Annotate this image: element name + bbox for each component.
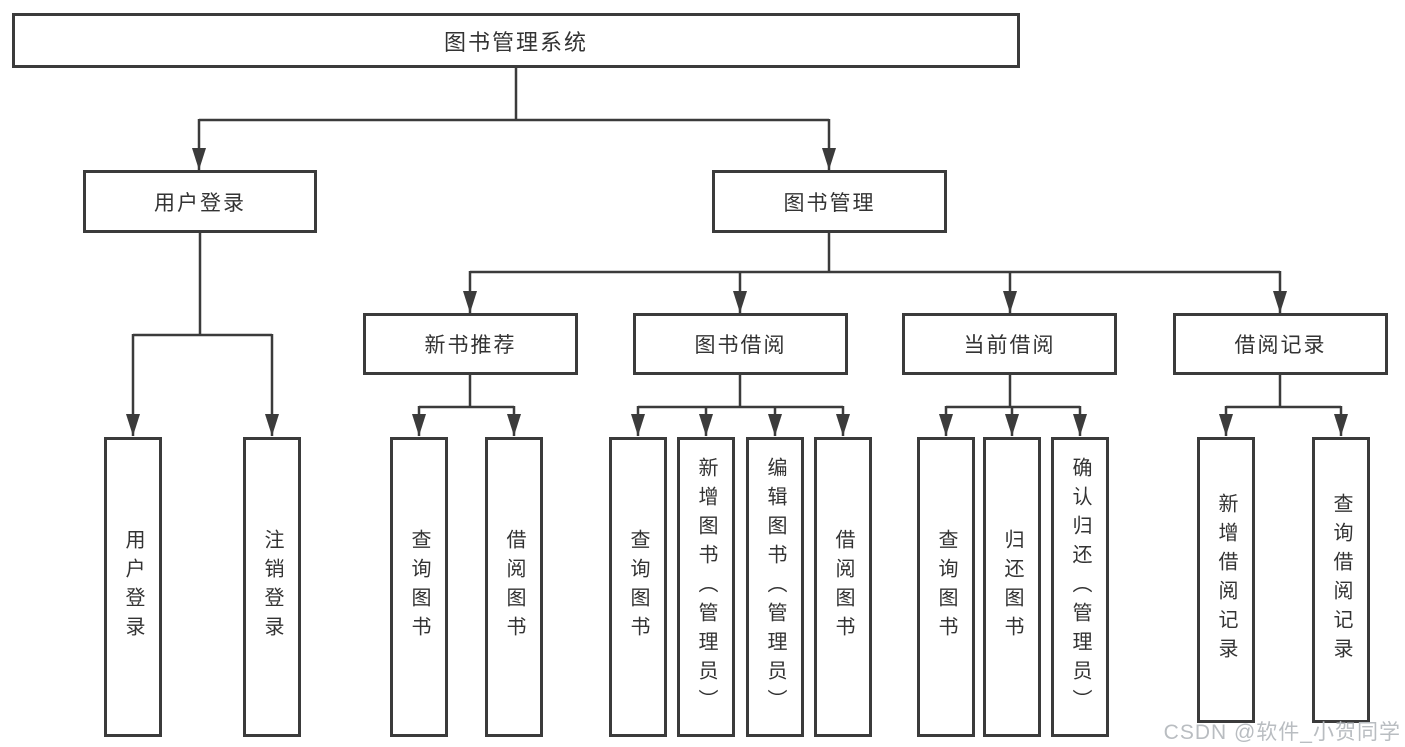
leaf-query-books: 查询图书 xyxy=(609,437,667,737)
node-label: 编辑图书（管理员） xyxy=(764,456,786,718)
leaf-query-books-recommend: 查询图书 xyxy=(390,437,448,737)
leaf-add-borrow-record: 新增借阅记录 xyxy=(1197,437,1255,723)
node-user-login-branch: 用户登录 xyxy=(83,170,317,233)
node-label: 借阅图书 xyxy=(832,529,854,645)
leaf-add-books-admin: 新增图书（管理员） xyxy=(677,437,735,737)
csdn-watermark: CSDN @软件_小贺同学 xyxy=(1163,721,1401,744)
node-book-management-branch: 图书管理 xyxy=(712,170,947,233)
node-label: 查询图书 xyxy=(627,529,649,645)
node-label: 查询图书 xyxy=(935,529,957,645)
node-label: 图书管理 xyxy=(783,191,876,215)
leaf-confirm-return-admin: 确认归还（管理员） xyxy=(1051,437,1109,737)
node-book-borrowing: 图书借阅 xyxy=(633,313,848,375)
leaf-query-borrow-record: 查询借阅记录 xyxy=(1312,437,1370,723)
node-new-book-recommend: 新书推荐 xyxy=(363,313,578,375)
node-label: 新增借阅记录 xyxy=(1215,493,1237,667)
node-label: 注销登录 xyxy=(261,529,283,645)
leaf-edit-books-admin: 编辑图书（管理员） xyxy=(746,437,804,737)
node-label: 用户登录 xyxy=(154,191,246,215)
node-label: 新书推荐 xyxy=(424,334,517,357)
node-label: 图书借阅 xyxy=(694,334,787,357)
leaf-borrow-books: 借阅图书 xyxy=(814,437,872,737)
node-label: 确认归还（管理员） xyxy=(1069,456,1091,718)
leaf-return-books: 归还图书 xyxy=(983,437,1041,737)
node-label: 新增图书（管理员） xyxy=(695,456,717,718)
node-library-system-root: 图书管理系统 xyxy=(12,13,1020,68)
node-label: 归还图书 xyxy=(1001,529,1023,645)
node-label: 查询借阅记录 xyxy=(1330,493,1352,667)
node-label: 查询图书 xyxy=(408,529,430,645)
leaf-user-login: 用户登录 xyxy=(104,437,162,737)
node-label: 图书管理系统 xyxy=(443,29,588,55)
node-label: 用户登录 xyxy=(122,529,144,645)
node-borrowing-records: 借阅记录 xyxy=(1173,313,1388,375)
leaf-borrow-books-recommend: 借阅图书 xyxy=(485,437,543,737)
node-label: 借阅图书 xyxy=(503,529,525,645)
leaf-logout: 注销登录 xyxy=(243,437,301,737)
node-label: 借阅记录 xyxy=(1234,334,1327,357)
node-current-borrowing: 当前借阅 xyxy=(902,313,1117,375)
node-label: 当前借阅 xyxy=(963,334,1056,357)
leaf-query-books-current: 查询图书 xyxy=(917,437,975,737)
